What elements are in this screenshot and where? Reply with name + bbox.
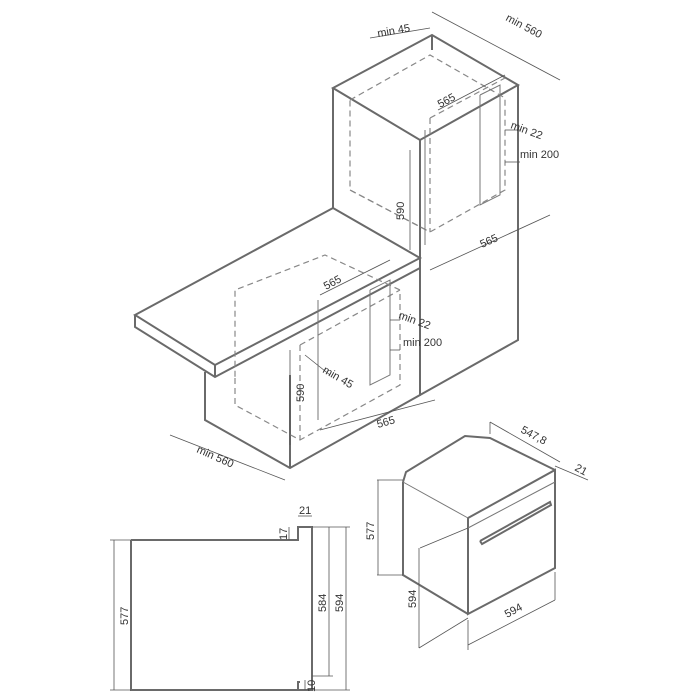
oven-front-height-label: 594 bbox=[407, 590, 419, 608]
oven-body-height-label: 577 bbox=[365, 522, 377, 540]
oven-side-view: 577 21 17 584 594 10 bbox=[110, 505, 350, 692]
tall-cabinet bbox=[330, 33, 521, 396]
lower-min-gap-label: min 45 bbox=[321, 364, 356, 391]
installation-dimension-labels: min 560 min 45 565 min 22 min 200 590 56… bbox=[195, 12, 559, 471]
lower-vent-gap-label: min 22 bbox=[397, 310, 432, 333]
lower-niche-height-label: 590 bbox=[295, 384, 307, 402]
side-bottom-gap-label: 10 bbox=[306, 680, 318, 692]
lower-niche-depth-label: 565 bbox=[376, 414, 397, 431]
oven-door-handle bbox=[479, 500, 553, 546]
tall-vent-gap-label: min 22 bbox=[509, 120, 544, 143]
oven-3d-view: 577 547,8 21 594 594 bbox=[365, 421, 589, 650]
tall-min-gap-label: min 45 bbox=[376, 22, 411, 40]
lower-niche-width-label: 565 bbox=[322, 273, 344, 292]
side-total-height-label: 594 bbox=[334, 594, 346, 612]
tall-niche-depth-label: 565 bbox=[478, 232, 500, 250]
lower-min-depth-label: min 560 bbox=[195, 444, 236, 471]
tall-niche-width-label: 565 bbox=[436, 91, 458, 110]
oven-front-thickness-label: 21 bbox=[573, 462, 589, 478]
tall-vent-height-label: min 200 bbox=[520, 149, 559, 161]
lower-vent-height-label: min 200 bbox=[403, 337, 442, 349]
side-step-height-label: 17 bbox=[278, 528, 290, 540]
oven-depth-label: 547,8 bbox=[519, 424, 549, 448]
tall-niche-height-label: 590 bbox=[395, 202, 407, 220]
tall-min-depth-label: min 560 bbox=[504, 12, 544, 41]
countertop bbox=[133, 206, 423, 379]
installation-dimension-lines bbox=[169, 11, 561, 481]
side-depth-height-label: 577 bbox=[119, 607, 131, 625]
side-panel-width-label: 21 bbox=[299, 505, 311, 517]
side-inner-height-label: 584 bbox=[317, 594, 329, 612]
